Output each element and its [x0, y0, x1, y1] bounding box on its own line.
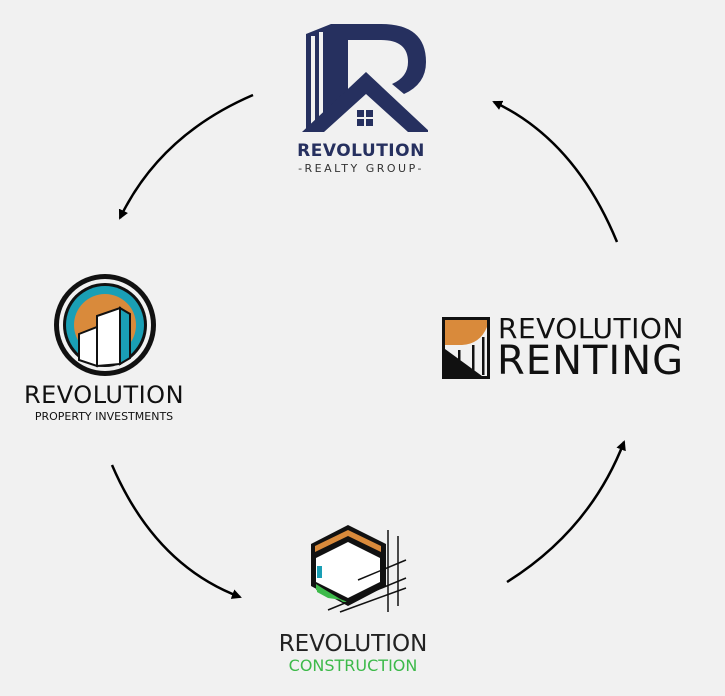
arrow-construction-to-renting — [506, 440, 626, 584]
renting-subtitle: RENTING — [497, 338, 685, 384]
realty-r-house-icon — [302, 24, 428, 132]
property-buildings-icon — [54, 274, 156, 376]
arrow-property-to-construction — [110, 464, 242, 599]
property-title: REVOLUTION — [23, 381, 185, 409]
renting-square-icon — [442, 317, 490, 379]
construction-house-icon — [311, 525, 407, 613]
realty-title: REVOLUTION — [297, 141, 425, 161]
arrow-renting-to-realty — [492, 100, 619, 243]
realty-subtitle: -REALTY GROUP- — [298, 162, 424, 175]
property-subtitle: PROPERTY INVESTMENTS — [34, 410, 174, 423]
arrow-realty-to-property — [118, 93, 254, 220]
construction-subtitle: CONSTRUCTION — [288, 656, 418, 675]
construction-title: REVOLUTION — [278, 631, 428, 657]
renting-title: REVOLUTION — [498, 312, 684, 345]
